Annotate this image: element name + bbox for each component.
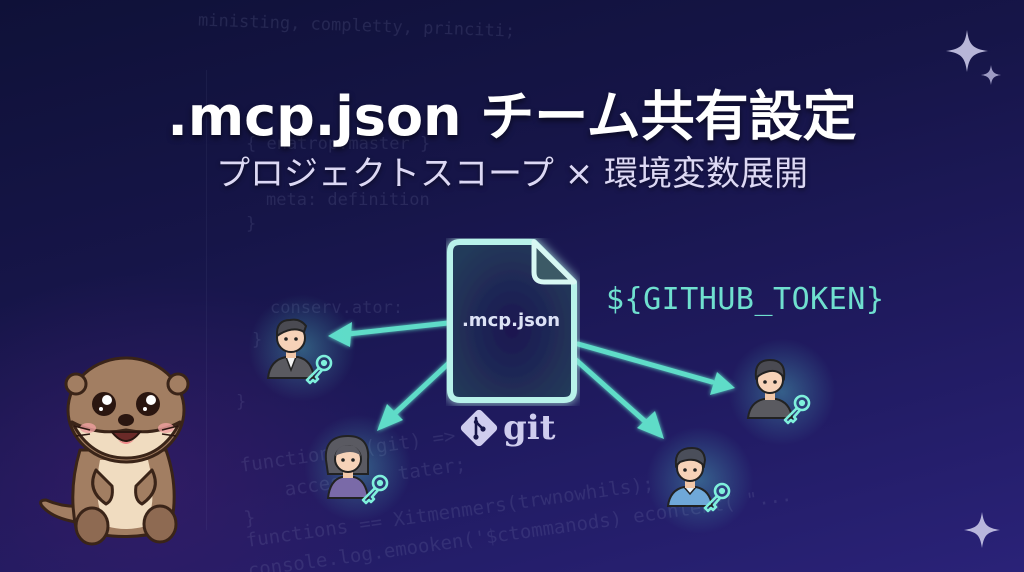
- user-avatar-icon: [324, 434, 370, 499]
- user-avatar-icon: [666, 446, 714, 507]
- page-subtitle: プロジェクトスコープ × 環境変数展開: [215, 154, 809, 194]
- key-icon: [361, 474, 389, 505]
- json-file-icon: [447, 239, 577, 403]
- user-avatar-icon: [266, 318, 316, 379]
- background-glow: [0, 272, 400, 572]
- sparkle-bottom-icon: [964, 512, 1000, 548]
- team-member-woman: [304, 414, 412, 522]
- sparkle-icon: [946, 30, 988, 72]
- sparkle-small-icon: [981, 65, 1001, 85]
- otter-mascot: [39, 356, 190, 546]
- key-icon: [783, 394, 811, 425]
- file-name-label: .mcp.json: [461, 310, 561, 331]
- key-icon: [703, 482, 731, 513]
- user-avatar-icon: [746, 358, 794, 419]
- git-label: git: [503, 408, 556, 448]
- team-member-suit: [248, 294, 356, 402]
- page-title: .mcp.json チーム共有設定: [167, 85, 857, 148]
- git-logo: git: [459, 408, 555, 448]
- team-member-blue-shirt: [646, 426, 754, 534]
- key-icon: [305, 354, 333, 385]
- team-member-gray-shirt: [728, 338, 836, 446]
- git-icon: [460, 409, 498, 447]
- env-variable-token: ${GITHUB_TOKEN}: [606, 282, 885, 317]
